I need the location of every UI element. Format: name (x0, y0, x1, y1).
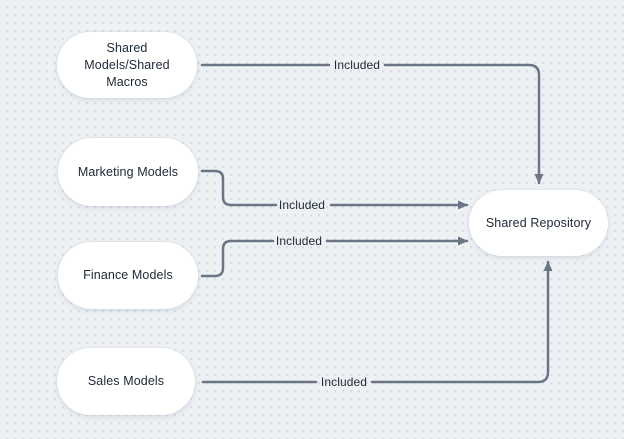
connector-marketing-models-a (200, 169, 278, 207)
connector-finance-models-a (200, 239, 275, 278)
node-marketing-models: Marketing Models (58, 138, 198, 206)
node-shared-repository: Shared Repository (469, 190, 608, 256)
connector-shared-models-b (383, 63, 544, 185)
edge-label-marketing-models: Included (278, 198, 326, 212)
node-shared-models: Shared Models/Shared Macros (57, 32, 197, 98)
edge-label-finance-models: Included (275, 234, 323, 248)
node-sales-models: Sales Models (57, 348, 195, 415)
edge-label-sales-models: Included (320, 375, 368, 389)
connector-sales-models-b (370, 260, 553, 384)
node-shared-repository-label: Shared Repository (485, 215, 592, 230)
edge-label-shared-models: Included (333, 58, 381, 72)
node-marketing-models-label: Marketing Models (77, 164, 179, 179)
node-shared-models-label: Shared Models/Shared Macros (84, 40, 170, 89)
node-sales-models-label: Sales Models (87, 374, 165, 388)
node-finance-models-label: Finance Models (83, 268, 173, 282)
node-finance-models: Finance Models (58, 242, 198, 309)
